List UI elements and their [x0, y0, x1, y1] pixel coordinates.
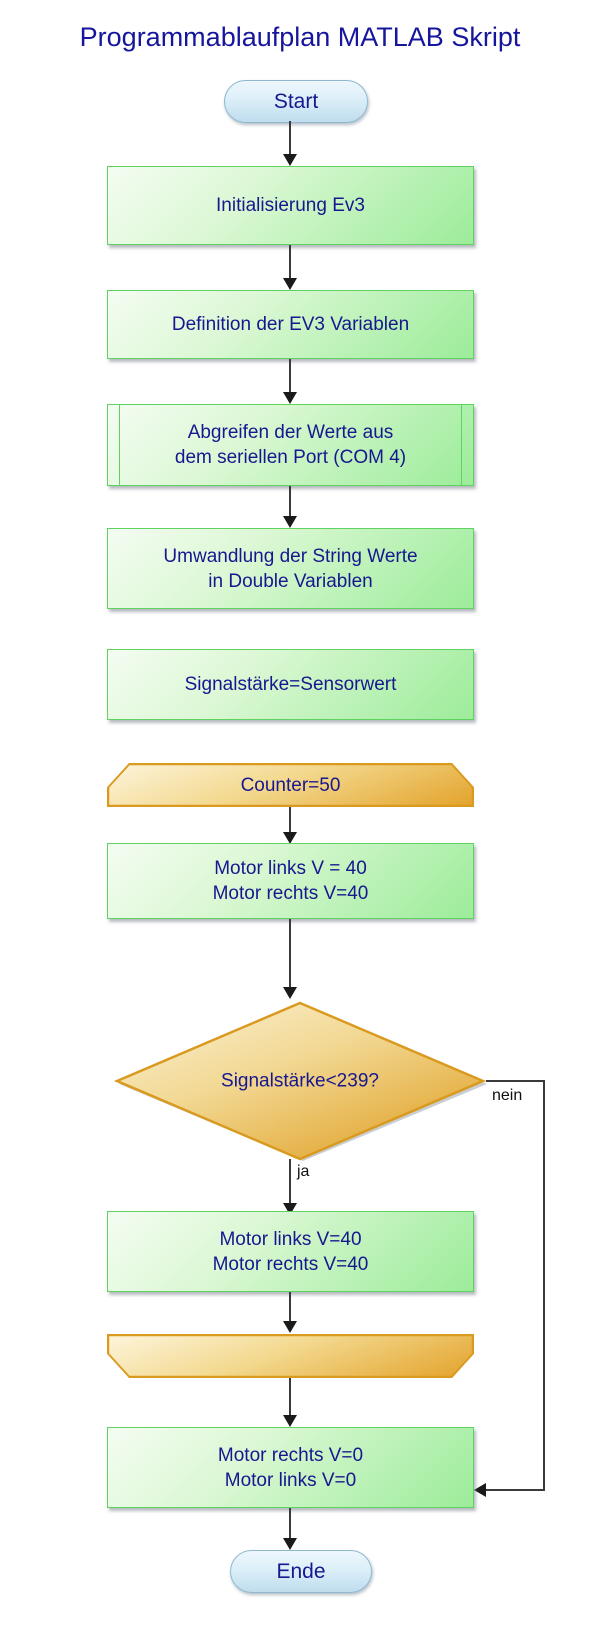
node-signal-assign-label: Signalstärke=Sensorwert	[184, 674, 397, 695]
node-loop-start[interactable]: Counter=50	[107, 763, 474, 807]
arrowhead-motor1-to-decision	[283, 987, 297, 999]
loop-start-border	[107, 763, 474, 807]
arrowhead-decision-no	[474, 1483, 486, 1497]
node-motor-stop-label: Motor rechts V=0 Motor links V=0	[217, 1444, 364, 1491]
node-define-vars[interactable]: Definition der EV3 Variablen	[107, 290, 474, 359]
edge-label-no: nein	[492, 1087, 523, 1104]
arrowhead-define-to-read	[283, 392, 297, 404]
node-convert-label: Umwandlung der String Werte in Double Va…	[163, 545, 418, 592]
connector-stop-to-end	[289, 1508, 291, 1541]
connector-decision-no-horizontal-top	[486, 1080, 545, 1082]
connector-motor2-to-loopend	[289, 1292, 291, 1324]
node-motor-stop[interactable]: Motor rechts V=0 Motor links V=0	[107, 1427, 474, 1508]
connector-start-to-init	[289, 121, 291, 156]
connector-decision-no-vertical	[543, 1080, 545, 1491]
node-decision[interactable]: Signalstärke<239?	[112, 999, 488, 1163]
arrowhead-loopend-to-stop	[283, 1415, 297, 1427]
node-init-label: Initialisierung Ev3	[216, 195, 365, 216]
connector-read-to-convert	[289, 486, 291, 519]
node-start[interactable]: Start	[224, 80, 368, 123]
node-motor-speed-1-label: Motor links V = 40 Motor rechts V=40	[212, 858, 369, 904]
connector-decision-yes	[289, 1159, 291, 1206]
node-start-label: Start	[273, 90, 319, 113]
connector-init-to-define	[289, 245, 291, 280]
connector-loopend-to-stop	[289, 1378, 291, 1418]
connector-decision-no-horizontal-bottom	[486, 1489, 545, 1491]
node-loop-end[interactable]	[107, 1334, 474, 1378]
decision-diamond-shape	[113, 1001, 487, 1161]
node-motor-speed-1[interactable]: Motor links V = 40 Motor rechts V=40	[107, 843, 474, 919]
node-motor-speed-2-label: Motor links V=40 Motor rechts V=40	[212, 1228, 369, 1275]
node-read-serial-label: Abgreifen der Werte aus dem seriellen Po…	[174, 422, 407, 468]
node-signal-assign[interactable]: Signalstärke=Sensorwert	[107, 649, 474, 720]
loop-end-border	[107, 1334, 474, 1378]
node-define-vars-label: Definition der EV3 Variablen	[171, 314, 410, 335]
node-read-serial[interactable]: Abgreifen der Werte aus dem seriellen Po…	[107, 404, 474, 486]
node-end[interactable]: Ende	[230, 1550, 372, 1593]
connector-define-to-read	[289, 359, 291, 395]
arrowhead-read-to-convert	[283, 516, 297, 528]
arrowhead-init-to-define	[283, 278, 297, 290]
node-loop-start-label: Counter=50	[240, 774, 341, 796]
edge-label-yes: ja	[297, 1163, 310, 1180]
connector-loopstart-to-motor1	[289, 807, 291, 835]
page-title: Programmablaufplan MATLAB Skript	[79, 22, 521, 52]
node-end-label: Ende	[276, 1560, 326, 1583]
arrowhead-start-to-init	[283, 154, 297, 166]
node-init[interactable]: Initialisierung Ev3	[107, 166, 474, 245]
node-motor-speed-2[interactable]: Motor links V=40 Motor rechts V=40	[107, 1211, 474, 1292]
arrowhead-stop-to-end	[283, 1538, 297, 1550]
node-convert[interactable]: Umwandlung der String Werte in Double Va…	[107, 528, 474, 609]
arrowhead-loopstart-to-motor1	[283, 832, 297, 844]
arrowhead-motor2-to-loopend	[283, 1321, 297, 1333]
connector-motor1-to-decision	[289, 919, 291, 987]
